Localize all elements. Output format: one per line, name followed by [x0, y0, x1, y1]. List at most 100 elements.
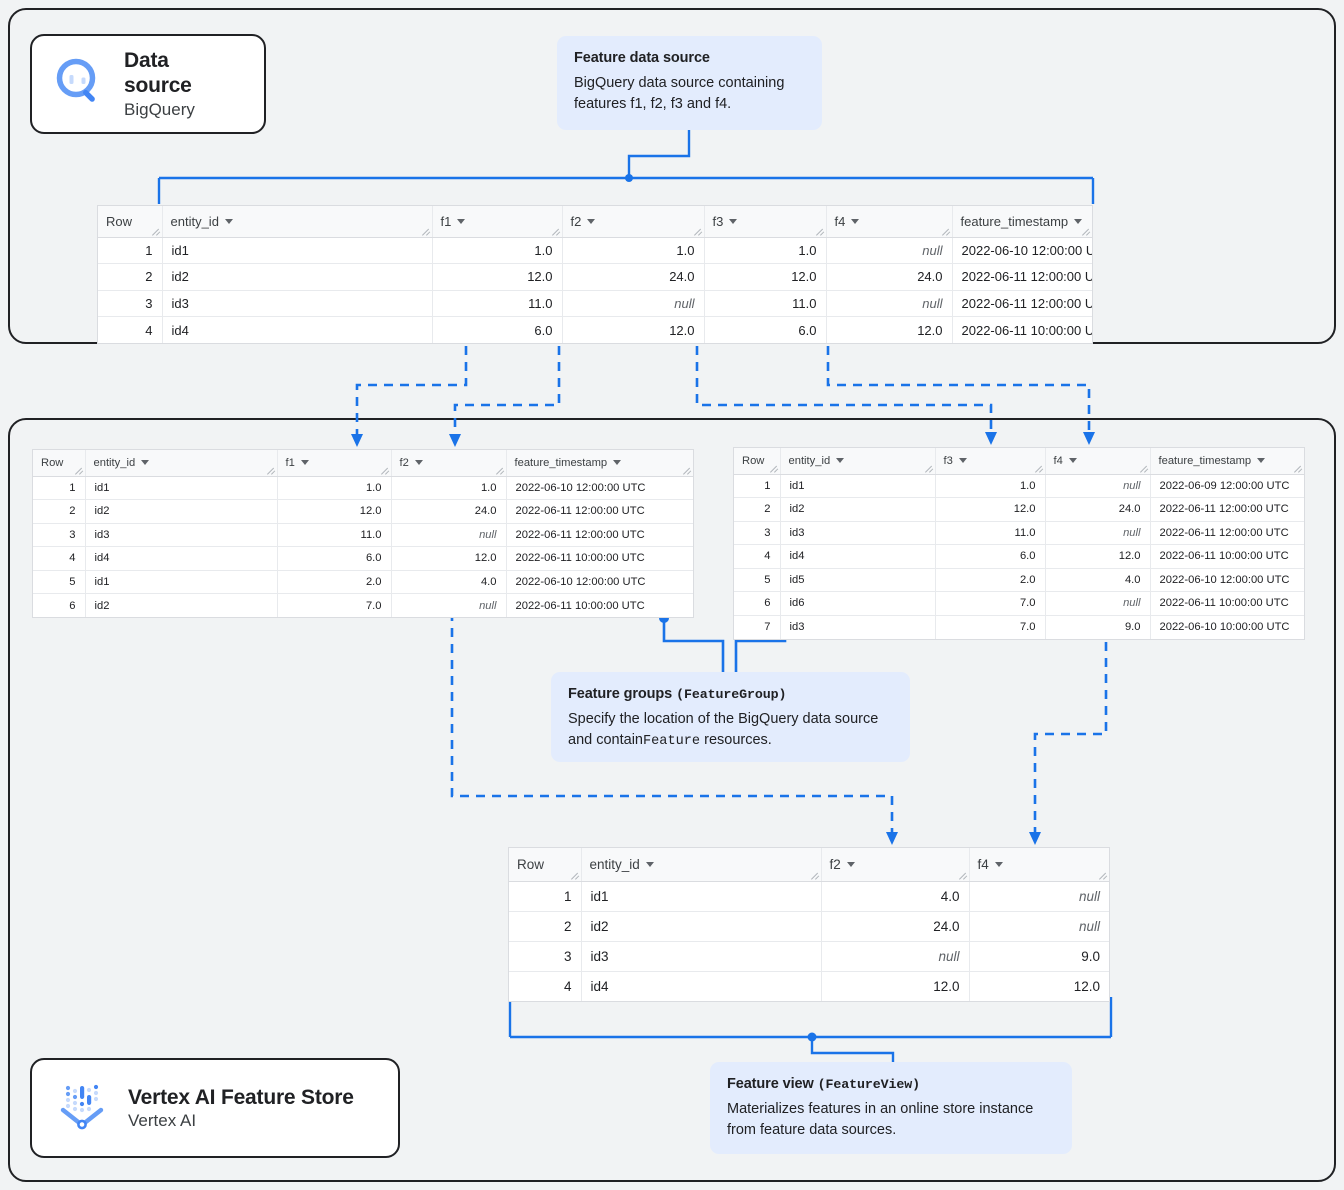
column-resize-handle-icon[interactable] — [683, 467, 691, 475]
cell-f3: 1.0 — [935, 474, 1046, 498]
cell-entity_id: id2 — [85, 593, 278, 617]
column-resize-handle-icon[interactable] — [942, 228, 950, 236]
callout-title: Feature view (FeatureView) — [727, 1076, 1055, 1092]
chevron-down-icon[interactable] — [587, 218, 596, 224]
column-resize-handle-icon[interactable] — [770, 465, 778, 473]
cell-feature_timestamp: 2022-06-11 12:00:00 UTC — [1150, 521, 1304, 545]
column-header-entity_id[interactable]: entity_id — [780, 448, 936, 475]
column-resize-handle-icon[interactable] — [1035, 465, 1043, 473]
column-resize-handle-icon[interactable] — [816, 228, 824, 236]
column-resize-handle-icon[interactable] — [1294, 465, 1302, 473]
column-header-f3[interactable]: f3 — [704, 206, 827, 238]
chevron-down-icon[interactable] — [613, 460, 622, 466]
cell-row: 4 — [98, 316, 163, 343]
chevron-down-icon[interactable] — [300, 460, 309, 466]
chevron-down-icon[interactable] — [414, 460, 423, 466]
column-resize-handle-icon[interactable] — [496, 467, 504, 475]
cell-f2: 12.0 — [391, 546, 507, 571]
column-header-entity_id[interactable]: entity_id — [162, 206, 433, 238]
cell-feature_timestamp: 2022-06-10 10:00:00 UTC — [1159, 621, 1290, 633]
column-header-label: entity_id — [788, 454, 831, 467]
cell-feature_timestamp: 2022-06-10 12:00:00 UTC — [506, 476, 693, 500]
chevron-down-icon[interactable] — [1257, 458, 1266, 464]
column-header-f1[interactable]: f1 — [277, 450, 392, 477]
cell-f1: 12.0 — [432, 263, 563, 291]
chip-title: Data source — [124, 48, 192, 98]
column-resize-handle-icon[interactable] — [694, 228, 702, 236]
cell-f2: null — [562, 290, 705, 317]
cell-f3: 7.0 — [935, 591, 1046, 616]
column-header-row[interactable]: Row — [734, 448, 781, 475]
cell-entity_id: id3 — [780, 615, 936, 639]
column-resize-handle-icon[interactable] — [1099, 872, 1107, 880]
cell-f3: 12.0 — [704, 263, 827, 291]
chevron-down-icon[interactable] — [141, 460, 150, 466]
cell-feature_timestamp: 2022-06-11 10:00:00 UTC — [961, 322, 1093, 338]
cell-feature_timestamp: 2022-06-10 12:00:00 UTC — [506, 570, 693, 594]
column-resize-handle-icon[interactable] — [811, 872, 819, 880]
column-resize-handle-icon[interactable] — [152, 228, 160, 236]
column-resize-handle-icon[interactable] — [959, 872, 967, 880]
column-resize-handle-icon[interactable] — [571, 872, 579, 880]
cell-row: 6 — [734, 591, 781, 616]
column-header-entity_id[interactable]: entity_id — [581, 848, 822, 882]
chevron-down-icon[interactable] — [645, 861, 654, 867]
column-resize-handle-icon[interactable] — [925, 465, 933, 473]
cell-f1: 11.0 — [432, 290, 563, 317]
cell-f4: 12.0 — [826, 316, 953, 343]
column-header-f1[interactable]: f1 — [432, 206, 563, 238]
chevron-down-icon[interactable] — [224, 218, 233, 224]
column-resize-handle-icon[interactable] — [1082, 228, 1090, 236]
cell-feature_timestamp: 2022-06-11 12:00:00 UTC — [506, 499, 693, 524]
callout-body: Specify the location of the BigQuery dat… — [568, 709, 893, 751]
cell-feature_timestamp: 2022-06-11 10:00:00 UTC — [506, 546, 693, 571]
column-header-f3[interactable]: f3 — [935, 448, 1046, 475]
chevron-down-icon[interactable] — [1074, 218, 1083, 224]
cell-f2: 4.0 — [821, 881, 970, 912]
cell-f4: 24.0 — [826, 263, 953, 291]
column-header-entity_id[interactable]: entity_id — [85, 450, 278, 477]
column-header-f4[interactable]: f4 — [1045, 448, 1151, 475]
chevron-down-icon[interactable] — [1068, 458, 1077, 464]
column-resize-handle-icon[interactable] — [381, 467, 389, 475]
cell-entity_id: id1 — [780, 474, 936, 498]
column-header-row[interactable]: Row — [98, 206, 163, 238]
column-header-f2[interactable]: f2 — [391, 450, 507, 477]
column-header-feature_timestamp[interactable]: feature_timestamp — [952, 206, 1092, 238]
cell-row: 3 — [98, 290, 163, 317]
column-header-feature_timestamp[interactable]: feature_timestamp — [1150, 448, 1304, 475]
chevron-down-icon[interactable] — [457, 218, 466, 224]
chevron-down-icon[interactable] — [851, 218, 860, 224]
column-header-f2[interactable]: f2 — [821, 848, 970, 882]
chevron-down-icon[interactable] — [729, 218, 738, 224]
cell-f3: 6.0 — [935, 544, 1046, 569]
column-resize-handle-icon[interactable] — [1140, 465, 1148, 473]
chevron-down-icon[interactable] — [836, 458, 845, 464]
column-header-row[interactable]: Row — [33, 450, 86, 477]
column-resize-handle-icon[interactable] — [75, 467, 83, 475]
chevron-down-icon[interactable] — [994, 861, 1003, 867]
column-header-feature_timestamp[interactable]: feature_timestamp — [506, 450, 693, 477]
chevron-down-icon[interactable] — [846, 861, 855, 867]
cell-row: 4 — [33, 546, 86, 571]
column-resize-handle-icon[interactable] — [267, 467, 275, 475]
chevron-down-icon[interactable] — [958, 458, 967, 464]
column-header-f2[interactable]: f2 — [562, 206, 705, 238]
cell-feature_timestamp: 2022-06-11 12:00:00 UTC — [1150, 497, 1304, 522]
column-resize-handle-icon[interactable] — [422, 228, 430, 236]
column-header-row[interactable]: Row — [509, 848, 582, 882]
column-resize-handle-icon[interactable] — [552, 228, 560, 236]
column-header-f4[interactable]: f4 — [969, 848, 1109, 882]
column-header-f4[interactable]: f4 — [826, 206, 953, 238]
